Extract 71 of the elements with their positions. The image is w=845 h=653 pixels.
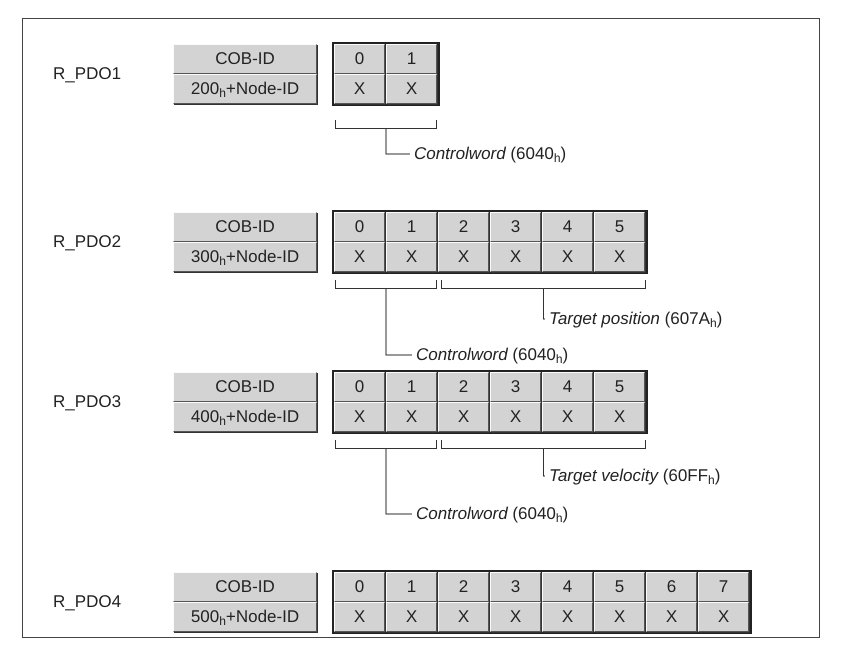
byte-number: 4 xyxy=(542,572,593,602)
annotation-text: Controlword (6040$_{h}$) xyxy=(414,144,566,164)
pdo-name: R_PDO3 xyxy=(53,392,122,412)
byte-number: 1 xyxy=(386,572,437,602)
byte-value: X xyxy=(334,402,385,432)
cob-id-header: COB-ID xyxy=(173,212,317,242)
byte-value: X xyxy=(438,402,489,432)
byte-value: X xyxy=(438,242,489,272)
cob-id-value: 300$_{h}$+Node-ID xyxy=(173,242,317,272)
byte-number: 0 xyxy=(334,572,385,602)
cob-id-header: COB-ID xyxy=(173,572,317,602)
byte-number: 1 xyxy=(386,372,437,402)
pdo-name: R_PDO1 xyxy=(53,64,122,84)
byte-value: X xyxy=(646,602,697,632)
cob-id-header: COB-ID xyxy=(173,372,317,402)
byte-value: X xyxy=(698,602,749,632)
leader-line xyxy=(543,288,546,320)
byte-number: 3 xyxy=(490,372,541,402)
byte-value: X xyxy=(594,402,645,432)
byte-number: 2 xyxy=(438,572,489,602)
byte-value: X xyxy=(594,242,645,272)
byte-value: X xyxy=(386,74,437,104)
byte-number: 0 xyxy=(334,372,385,402)
leader-line xyxy=(543,448,546,476)
byte-number: 5 xyxy=(594,572,645,602)
cob-id-header: COB-ID xyxy=(173,44,317,74)
byte-number: 4 xyxy=(542,372,593,402)
annotation-text: Target velocity (60FF$_{h}$) xyxy=(549,466,720,486)
byte-value: X xyxy=(542,602,593,632)
byte-number: 0 xyxy=(334,44,385,74)
byte-number: 2 xyxy=(438,212,489,242)
byte-number: 5 xyxy=(594,372,645,402)
byte-value: X xyxy=(334,242,385,272)
bracket xyxy=(441,440,646,449)
leader-line xyxy=(386,128,410,154)
byte-value: X xyxy=(594,602,645,632)
byte-number: 4 xyxy=(542,212,593,242)
annotation-text: Controlword (6040$_{h}$) xyxy=(416,504,568,524)
annotation-text: Controlword (6040$_{h}$) xyxy=(416,345,568,365)
leader-line xyxy=(386,448,412,514)
byte-value: X xyxy=(386,602,437,632)
byte-number: 0 xyxy=(334,212,385,242)
byte-value: X xyxy=(490,242,541,272)
byte-number: 1 xyxy=(386,212,437,242)
byte-value: X xyxy=(386,402,437,432)
bracket xyxy=(335,440,437,449)
byte-number: 2 xyxy=(438,372,489,402)
byte-number: 3 xyxy=(490,572,541,602)
byte-value: X xyxy=(334,74,385,104)
leader-line xyxy=(386,288,412,356)
cob-id-value: 500$_{h}$+Node-ID xyxy=(173,602,317,632)
bracket xyxy=(335,280,437,289)
byte-value: X xyxy=(542,402,593,432)
byte-number: 3 xyxy=(490,212,541,242)
byte-number: 1 xyxy=(386,44,437,74)
bracket xyxy=(441,280,646,289)
bracket xyxy=(335,120,437,129)
byte-number: 5 xyxy=(594,212,645,242)
byte-value: X xyxy=(334,602,385,632)
annotation-text: Target position (607A$_{h}$) xyxy=(549,309,722,329)
byte-value: X xyxy=(438,602,489,632)
pdo-name: R_PDO4 xyxy=(53,592,122,612)
byte-number: 6 xyxy=(646,572,697,602)
cob-id-value: 400$_{h}$+Node-ID xyxy=(173,402,317,432)
byte-value: X xyxy=(490,602,541,632)
byte-value: X xyxy=(386,242,437,272)
byte-value: X xyxy=(542,242,593,272)
cob-id-value: 200$_{h}$+Node-ID xyxy=(173,74,317,104)
byte-value: X xyxy=(490,402,541,432)
byte-number: 7 xyxy=(698,572,749,602)
pdo-name: R_PDO2 xyxy=(53,232,122,252)
